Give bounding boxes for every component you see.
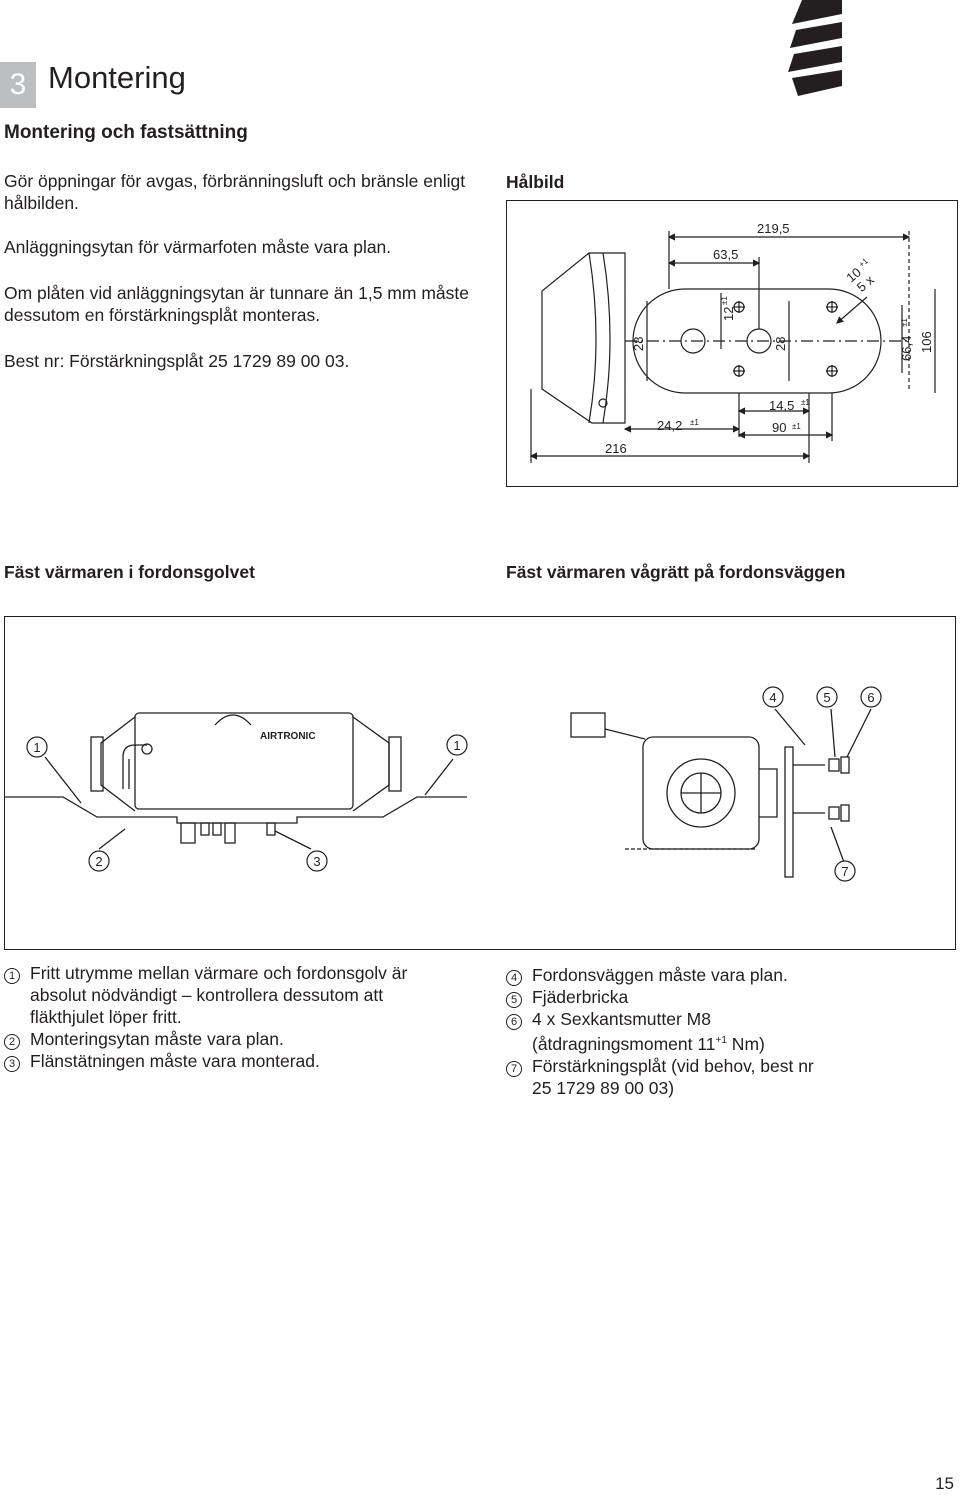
legend-text-torque-unit: Nm) <box>726 1033 765 1054</box>
legend-number: 2 <box>4 1034 20 1050</box>
legend-item: 2 Monteringsytan måste vara plan. <box>4 1028 454 1050</box>
dim-28-left: 28 <box>631 337 646 351</box>
legend-text: Fordonsväggen måste vara plan. <box>532 965 788 985</box>
dim-10-tol: +1 <box>857 256 870 269</box>
legend-number: 3 <box>4 1056 20 1072</box>
legend-text: Fritt utrymme mellan värmare och fordons… <box>30 963 408 1027</box>
hole-pattern-title: Hålbild <box>506 172 565 192</box>
legend-number: 1 <box>4 968 20 984</box>
dim-66: 66,4 <box>899 336 914 361</box>
paragraph-4: Best nr: Förstärkningsplåt 25 1729 89 00… <box>4 351 350 371</box>
legend-text-order: 25 1729 89 00 03) <box>532 1077 675 1098</box>
paragraph-2: Anläggningsytan för värmarfoten måste va… <box>4 237 392 257</box>
brand-label: AIRTRONIC <box>260 731 316 742</box>
figure-title-wall: Fäst värmaren vågrätt på fordonsväggen <box>506 562 846 582</box>
legend-text: 4 x Sexkantsmutter M8 <box>532 1009 711 1029</box>
dim-28-right: 28 <box>773 337 788 351</box>
legend-number: 6 <box>506 1014 522 1030</box>
chapter-number: 3 <box>0 62 36 108</box>
legend-text-torque: (åtdragningsmoment 11 <box>532 1033 716 1054</box>
paragraph-3: Om plåten vid anläggningsytan är tunnare… <box>4 283 469 325</box>
legend-left: 1 Fritt utrymme mellan värmare och fordo… <box>4 962 454 1072</box>
legend-text-torque-tol: +1 <box>715 1035 727 1046</box>
mounting-drawing: AIRTRONIC 1 1 2 3 4 5 6 7 <box>5 686 882 882</box>
callout-2: 2 <box>95 854 102 869</box>
legend-number: 4 <box>506 970 522 986</box>
dim-14-tol: ±1 <box>801 398 810 407</box>
legend-item: 1 Fritt utrymme mellan värmare och fordo… <box>4 962 454 1028</box>
dim-106: 106 <box>919 331 934 353</box>
chapter-title: Montering <box>48 60 186 95</box>
legend-text: Förstärkningsplåt (vid behov, best nr <box>532 1055 814 1076</box>
dim-216: 216 <box>605 441 627 456</box>
dim-90: 90 <box>772 420 786 435</box>
legend-item: 3 Flänstätningen måste vara monterad. <box>4 1050 454 1072</box>
legend-item: 6 4 x Sexkantsmutter M8 (åtdragningsmome… <box>506 1008 946 1055</box>
legend-number: 5 <box>506 992 522 1008</box>
legend-number: 7 <box>506 1060 522 1077</box>
dim-14: 14,5 <box>769 398 794 413</box>
dim-24: 24,2 <box>657 418 682 433</box>
callout-1-right: 1 <box>453 738 460 753</box>
legend-item: 5 Fjäderbricka <box>506 986 946 1008</box>
hole-pattern-frame: 219,5 63,5 10 +1 5 x 28 12 ±1 28 66,4 ±1… <box>506 200 958 487</box>
callout-7: 7 <box>841 864 848 879</box>
legend-item: 4 Fordonsväggen måste vara plan. <box>506 964 946 986</box>
legend-text: Fjäderbricka <box>532 987 629 1007</box>
legend-text: Monteringsytan måste vara plan. <box>30 1029 284 1049</box>
page-number: 15 <box>935 1474 954 1493</box>
section-title: Montering och fastsättning <box>4 122 248 143</box>
dim-219: 219,5 <box>757 221 790 236</box>
legend-item: 7 Förstärkningsplåt (vid behov, best nr … <box>506 1055 946 1099</box>
legend-text: Flänstätningen måste vara monterad. <box>30 1051 320 1071</box>
dim-24-tol: ±1 <box>690 418 699 427</box>
hole-pattern-drawing: 219,5 63,5 10 +1 5 x 28 12 ±1 28 66,4 ±1… <box>529 221 936 463</box>
callout-6: 6 <box>867 690 874 705</box>
mounting-figure-frame: AIRTRONIC 1 1 2 3 4 5 6 7 <box>4 616 956 950</box>
paragraph-1: Gör öppningar för avgas, förbränningsluf… <box>4 171 466 213</box>
dim-12: 12 <box>721 307 736 321</box>
dim-66-tol: ±1 <box>900 318 909 327</box>
brand-logo <box>788 0 842 96</box>
dim-90-tol: ±1 <box>792 422 801 431</box>
callout-1-left: 1 <box>33 740 40 755</box>
callout-3: 3 <box>313 854 320 869</box>
callout-4: 4 <box>769 690 776 705</box>
legend-right: 4 Fordonsväggen måste vara plan. 5 Fjäde… <box>506 964 946 1099</box>
dim-63: 63,5 <box>713 247 738 262</box>
figure-title-floor: Fäst värmaren i fordonsgolvet <box>4 562 255 582</box>
callout-5: 5 <box>823 690 830 705</box>
dim-12-tol: ±1 <box>720 296 729 305</box>
